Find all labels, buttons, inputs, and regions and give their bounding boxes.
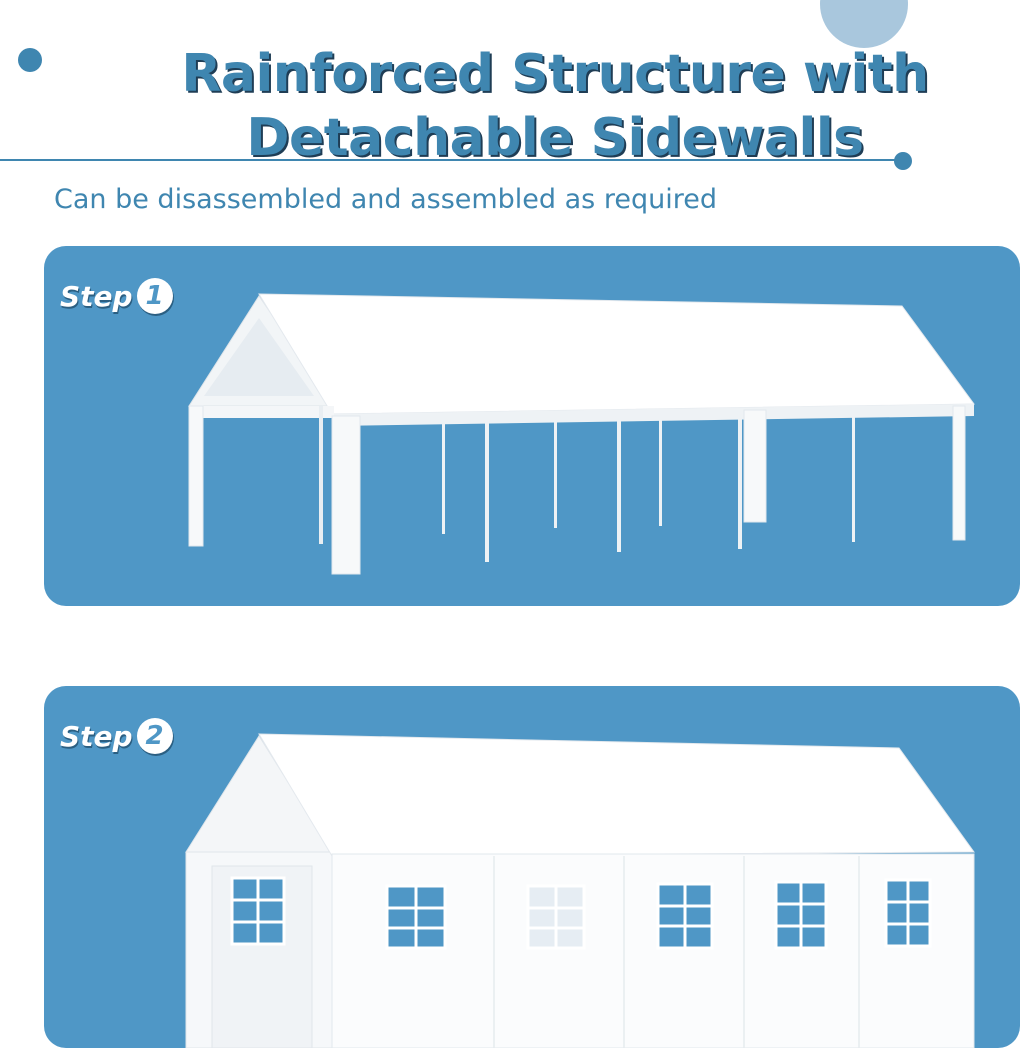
decorative-dot-left xyxy=(18,48,42,72)
title-rule xyxy=(0,159,900,161)
step-2-label: Step 2 xyxy=(60,718,173,754)
step-1-number-badge: 1 xyxy=(136,278,173,314)
step-1-word: Step xyxy=(60,279,133,313)
page-title: Rainforced Structure with Detachable Sid… xyxy=(170,42,940,170)
title-line-1: Rainforced Structure with xyxy=(181,44,929,104)
title-line-2: Detachable Sidewalls xyxy=(246,108,864,168)
step-1-label: Step 1 xyxy=(60,278,173,314)
step-2-number-badge: 2 xyxy=(136,718,173,754)
tent-with-sidewalls-image xyxy=(185,733,975,1048)
decorative-dot-rule-end xyxy=(894,152,912,170)
subtitle: Can be disassembled and assembled as req… xyxy=(54,184,717,215)
step-2-panel: Step 2 xyxy=(44,686,1020,1048)
decorative-circle-top xyxy=(820,0,908,48)
tent-frame-image xyxy=(188,293,975,575)
step-1-panel: Step 1 xyxy=(44,246,1020,606)
step-2-word: Step xyxy=(60,719,133,753)
